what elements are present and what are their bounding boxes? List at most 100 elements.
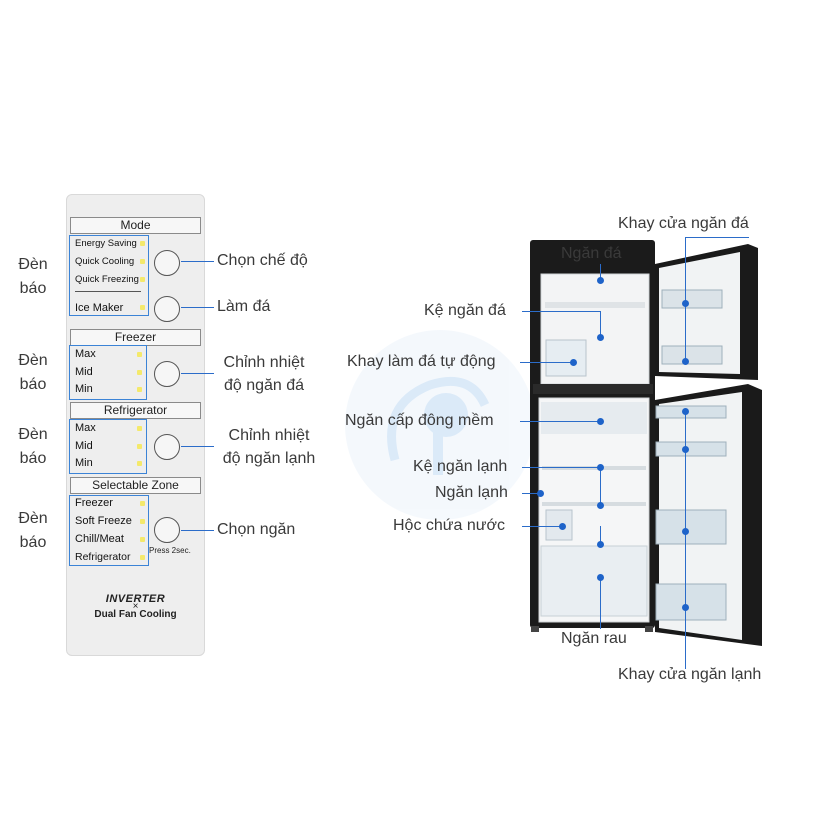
section-title-refrigerator: Refrigerator bbox=[70, 402, 201, 419]
label-do-ngan-da: độ ngăn đá bbox=[223, 377, 305, 394]
brand-dual-fan: Dual Fan Cooling bbox=[94, 609, 177, 620]
zone-soft-freeze: Soft Freeze bbox=[75, 515, 132, 527]
fridge-door-tray-2 bbox=[655, 441, 727, 457]
label-ngan-cap-dong-mem: Ngăn cấp đông mềm bbox=[345, 412, 494, 429]
bao-label-1: báo bbox=[19, 280, 47, 297]
label-do-ngan-lanh: độ ngăn lạnh bbox=[222, 450, 316, 467]
label-ngan-rau: Ngăn rau bbox=[561, 630, 627, 647]
ice-maker-button[interactable] bbox=[154, 296, 180, 322]
fridge-mid: Mid bbox=[75, 440, 93, 452]
dot-khay-cua-lanh-3 bbox=[682, 528, 689, 535]
dot-khay-cua-lanh-1 bbox=[682, 408, 689, 415]
leader-ngan-lanh bbox=[522, 493, 540, 494]
leader-ngan-da bbox=[600, 264, 601, 280]
leader-ngan-rau bbox=[600, 577, 601, 629]
watermark-logo bbox=[345, 330, 535, 520]
mode-divider bbox=[75, 291, 141, 292]
label-chinh-nhiet-2: Chỉnh nhiệt bbox=[228, 427, 310, 444]
fridge-door-tray-1 bbox=[655, 405, 727, 419]
press-hint: Press 2sec. bbox=[149, 546, 191, 555]
label-ke-ngan-da: Kệ ngăn đá bbox=[424, 302, 506, 319]
led-zone-freezer bbox=[140, 501, 145, 506]
divider bbox=[533, 384, 653, 394]
zone-indicator-box: Freezer Soft Freeze Chill/Meat Refrigera… bbox=[69, 495, 149, 566]
label-ke-ngan-lanh: Kệ ngăn lạnh bbox=[413, 458, 508, 475]
leader-ke-ngan-lanh-v bbox=[600, 467, 601, 507]
den-label-4: Đèn bbox=[18, 510, 48, 527]
den-label-3: Đèn bbox=[18, 426, 48, 443]
mode-button[interactable] bbox=[154, 250, 180, 276]
label-chinh-nhiet-1: Chỉnh nhiệt bbox=[223, 354, 305, 371]
dot-khay-cua-lanh-2 bbox=[682, 446, 689, 453]
led-fridge-min bbox=[137, 461, 142, 466]
label-chon-ngan: Chọn ngăn bbox=[217, 521, 296, 538]
section-title-zone: Selectable Zone bbox=[70, 477, 201, 494]
dot-ke-ngan-lanh-2 bbox=[597, 502, 604, 509]
dot-khay-cua-da-1 bbox=[682, 300, 689, 307]
soft-freeze-drawer bbox=[541, 402, 647, 434]
indicator-quick-cooling: Quick Cooling bbox=[75, 256, 135, 267]
indicator-energy-saving: Energy Saving bbox=[75, 238, 137, 249]
leader-hoc-v bbox=[600, 526, 601, 544]
mode-indicator-box: Energy Saving Quick Cooling Quick Freezi… bbox=[69, 235, 149, 316]
led-freezer-max bbox=[137, 352, 142, 357]
water-tank bbox=[545, 509, 573, 541]
led-freezer-min bbox=[137, 387, 142, 392]
label-lam-da: Làm đá bbox=[217, 298, 271, 315]
leader-ke-ngan-da bbox=[522, 311, 600, 312]
fridge-temp-button[interactable] bbox=[154, 434, 180, 460]
label-ngan-lanh: Ngăn lạnh bbox=[435, 484, 508, 501]
control-panel: Mode Energy Saving Quick Cooling Quick F… bbox=[66, 194, 205, 656]
leader-khay-cua-lanh bbox=[685, 411, 686, 669]
freezer-max: Max bbox=[75, 348, 96, 360]
dot-khay-cua-lanh-4 bbox=[682, 604, 689, 611]
bao-label-3: báo bbox=[19, 450, 47, 467]
fridge-door-tray-4 bbox=[655, 583, 727, 621]
fridge-shelf-2 bbox=[542, 502, 646, 506]
label-ngan-da: Ngăn đá bbox=[561, 245, 622, 262]
led-zone-refrigerator bbox=[140, 555, 145, 560]
leader-ke-ngan-da-v bbox=[600, 311, 601, 337]
led-quick-cooling bbox=[140, 259, 145, 264]
leader-ngan-cap-dong bbox=[520, 421, 600, 422]
freezer-door-tray-1 bbox=[661, 289, 723, 309]
dot-ngan-cap-dong bbox=[597, 418, 604, 425]
den-label-1: Đèn bbox=[18, 256, 48, 273]
freezer-shelf bbox=[545, 302, 645, 308]
dot-ke-ngan-da bbox=[597, 334, 604, 341]
leader-khay-cua-da-h bbox=[685, 237, 749, 238]
leader-khay-lam-da bbox=[520, 362, 572, 363]
freezer-indicator-box: Max Mid Min bbox=[69, 345, 147, 400]
fridge-shelf-1 bbox=[542, 466, 646, 470]
brand-x: × bbox=[132, 601, 139, 612]
vegetable-drawer bbox=[540, 545, 648, 617]
dot-ngan-da bbox=[597, 277, 604, 284]
dot-khay-cua-da-2 bbox=[682, 358, 689, 365]
bao-label-4: báo bbox=[19, 534, 47, 551]
freezer-door-tray-2 bbox=[661, 345, 723, 365]
dot-khay-lam-da bbox=[570, 359, 577, 366]
led-fridge-max bbox=[137, 426, 142, 431]
zone-select-button[interactable] bbox=[154, 517, 180, 543]
leader-zone bbox=[181, 530, 214, 531]
leader-mode bbox=[181, 261, 214, 262]
freezer-min: Min bbox=[75, 383, 93, 395]
label-khay-cua-ngan-lanh: Khay cửa ngăn lạnh bbox=[618, 666, 762, 683]
freezer-temp-button[interactable] bbox=[154, 361, 180, 387]
den-label-2: Đèn bbox=[18, 352, 48, 369]
leader-ke-ngan-lanh bbox=[522, 467, 600, 468]
brand-inverter: INVERTER bbox=[105, 593, 166, 605]
led-zone-chill-meat bbox=[140, 537, 145, 542]
led-energy-saving bbox=[140, 241, 145, 246]
bao-label-2: báo bbox=[19, 376, 47, 393]
dot-ke-ngan-lanh-1 bbox=[597, 464, 604, 471]
label-chon-che-do: Chọn chế độ bbox=[217, 252, 308, 269]
dot-hoc-chua-nuoc bbox=[559, 523, 566, 530]
dot-hoc-2 bbox=[597, 541, 604, 548]
label-khay-cua-ngan-da: Khay cửa ngăn đá bbox=[618, 215, 749, 232]
indicator-ice-maker: Ice Maker bbox=[75, 302, 124, 314]
section-title-freezer: Freezer bbox=[70, 329, 201, 346]
section-title-mode: Mode bbox=[70, 217, 201, 234]
dot-ngan-rau bbox=[597, 574, 604, 581]
